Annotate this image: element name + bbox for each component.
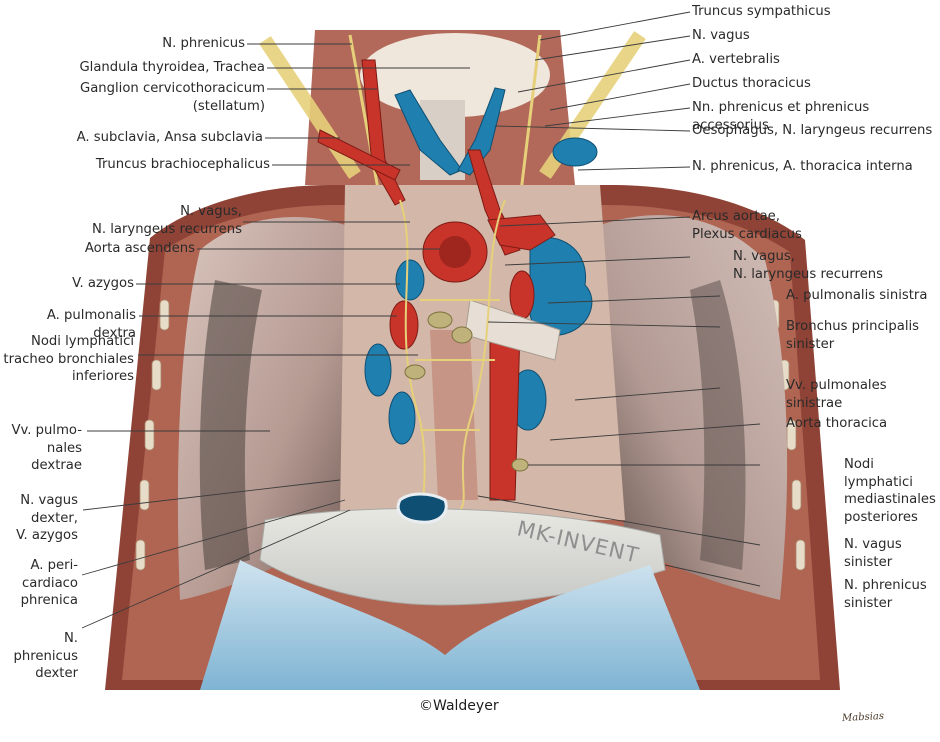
artist-signature: Mabsias	[841, 710, 885, 725]
label-vv-pulmonales-sinistrae: Vv. pulmonales sinistrae	[786, 378, 887, 411]
label-arcus-aortae: Arcus aortae, Plexus cardiacus	[692, 209, 802, 242]
label-aorta-ascendens: Aorta ascendens	[84, 241, 195, 256]
label-nodi-mediastinales: Nodi lymphatici mediastinales posteriore…	[844, 457, 936, 525]
label-n-phrenicus: N. phrenicus	[162, 36, 245, 51]
label-glandula-thyroidea: Glandula thyroidea, Trachea	[79, 60, 265, 75]
label-n-phrenicus-sinister: N. phrenicus sinister	[844, 578, 927, 611]
label-a-subclavia: A. subclavia, Ansa subclavia	[76, 130, 263, 145]
left-lung	[600, 215, 788, 601]
label-aorta-thoracica: Aorta thoracica	[786, 416, 888, 431]
label-truncus-sympathicus: Truncus sympathicus	[692, 4, 831, 19]
label-oesophagus: Oesophagus, N. laryngeus recurrens	[692, 123, 933, 138]
label-n-phrenicus-dexter: N. phrenicus dexter	[13, 631, 78, 682]
label-a-pericardiacophrenica: A. peri- cardiaco phrenica	[20, 558, 78, 609]
label-nn-phrenicus-accessorius: Nn. phrenicus et phrenicus accessorius	[692, 100, 870, 133]
label-a-vertebralis: A. vertebralis	[692, 52, 780, 67]
label-n-vagus-left: N. vagus, N. laryngeus recurrens	[91, 204, 242, 237]
label-n-vagus-recurrens-right: N. vagus, N. laryngeus recurrens	[733, 249, 884, 282]
label-v-azygos: V. azygos	[72, 276, 134, 291]
label-a-pulmonalis-sinistra: A. pulmonalis sinistra	[786, 288, 928, 303]
credit-text: ©Waldeyer	[419, 698, 499, 714]
label-nodi-tracheobronchiales: Nodi lymphatici tracheo bronchiales infe…	[3, 334, 134, 385]
label-truncus-brachiocephalicus: Truncus brachiocephalicus	[95, 157, 270, 172]
oesophagus	[430, 330, 478, 500]
label-ganglion-cervicothoracicum: Ganglion cervicothoracicum (stellatum)	[79, 81, 265, 114]
label-n-vagus-dexter: N. vagus dexter, V. azygos	[16, 493, 78, 544]
diaphragm	[200, 560, 700, 690]
label-ductus-thoracicus: Ductus thoracicus	[692, 76, 811, 91]
lymph-nodes	[404, 311, 529, 472]
label-a-pulmonalis-dextra: A. pulmonalis dextra	[46, 308, 136, 341]
arteries	[317, 59, 556, 501]
label-n-vagus-sinister: N. vagus sinister	[844, 537, 902, 570]
label-a-thoracica-interna: N. phrenicus, A. thoracica interna	[692, 159, 913, 174]
nerve-plexus	[399, 199, 506, 511]
label-bronchus-principalis: Bronchus principalis sinister	[786, 319, 920, 352]
label-vv-pulmonales-dextrae: Vv. pulmo- nales dextrae	[11, 423, 83, 474]
label-n-vagus-right: N. vagus	[692, 28, 750, 43]
